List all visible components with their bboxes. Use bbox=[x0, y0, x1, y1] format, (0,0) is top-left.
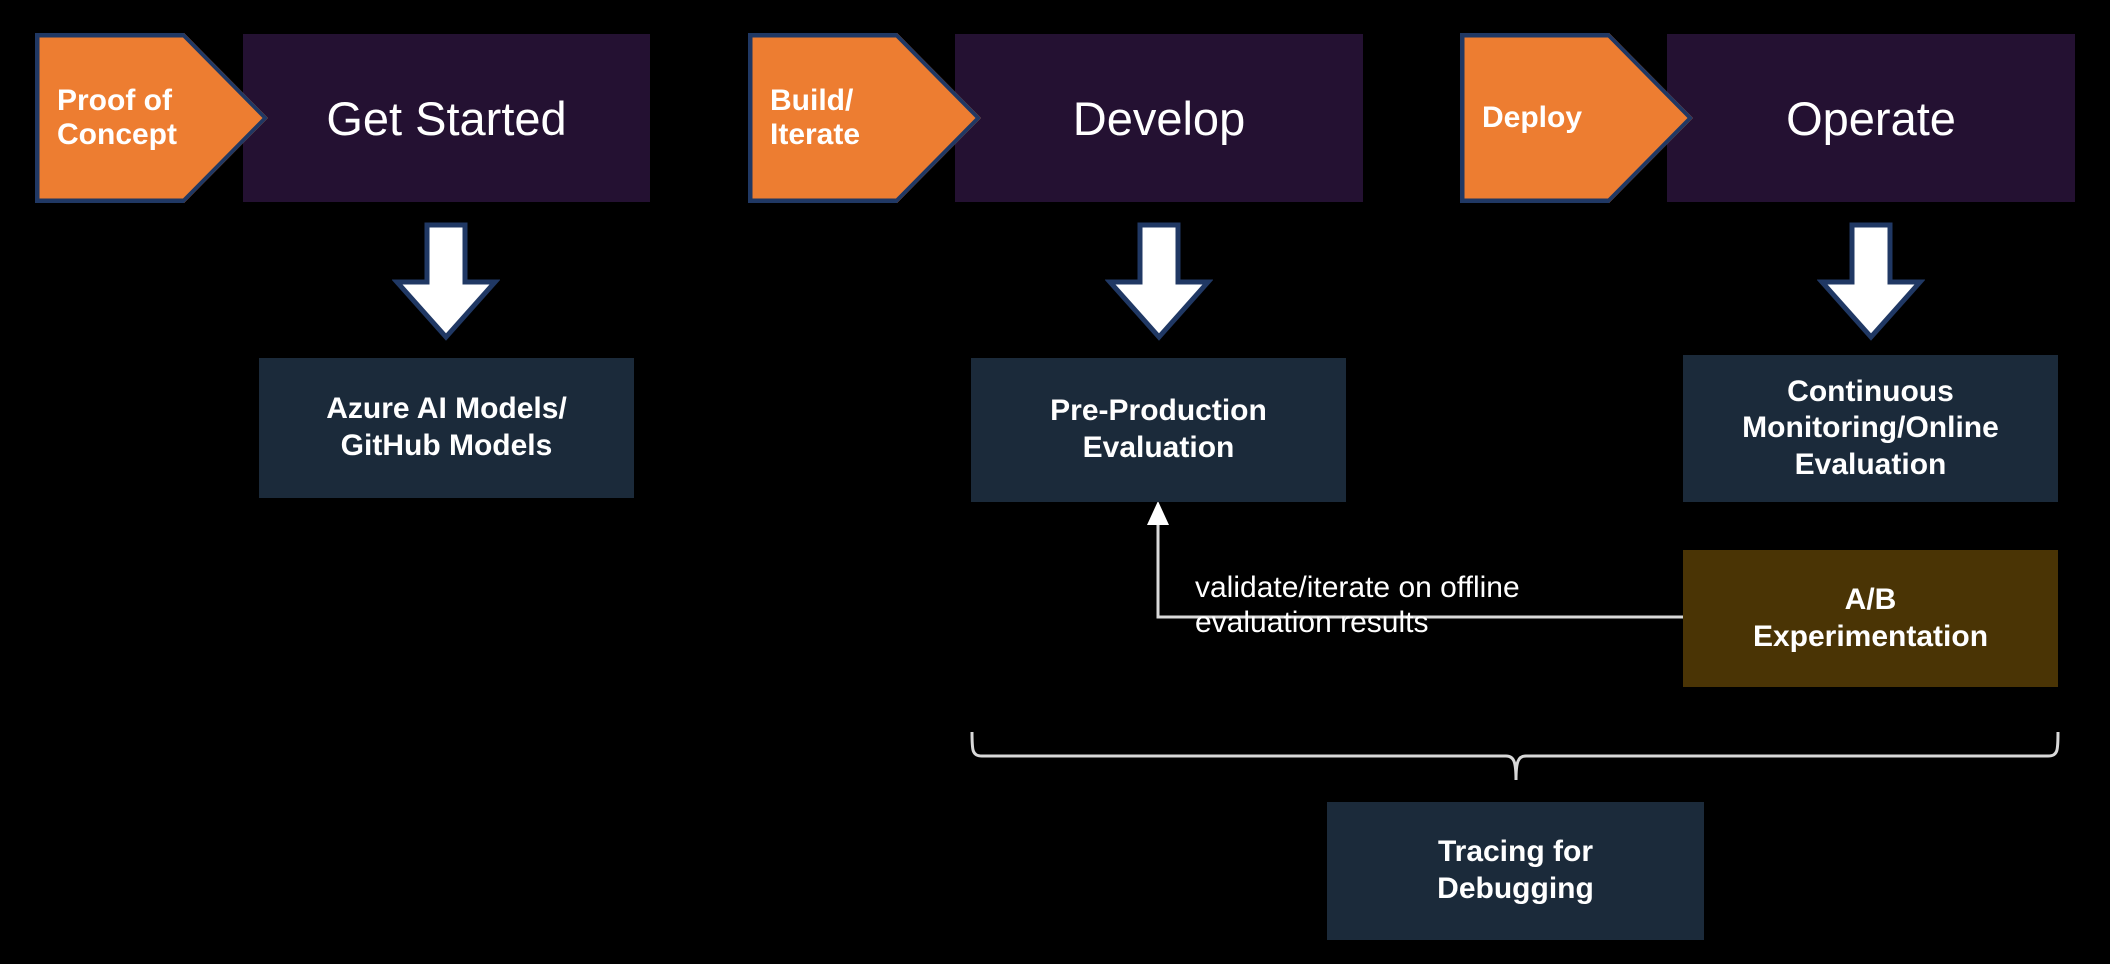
stage-box-label: Get Started bbox=[326, 91, 567, 145]
arrow-down-icon bbox=[391, 222, 501, 341]
feedback-connector-label: validate/iterate on offline evaluation r… bbox=[1195, 571, 1520, 640]
arrowhead-up-icon bbox=[1147, 501, 1169, 525]
content-box-ab-experimentation: A/B Experimentation bbox=[1683, 550, 2058, 687]
content-box-label: Continuous Monitoring/Online Evaluation bbox=[1742, 374, 1999, 481]
chevron-label: Build/ Iterate bbox=[770, 84, 861, 151]
content-box-tracing-for-debugging: Tracing for Debugging bbox=[1327, 802, 1704, 940]
down-arrow-develop bbox=[1104, 222, 1214, 342]
stage-box-label: Operate bbox=[1786, 91, 1956, 145]
down-arrow-get-started bbox=[391, 222, 501, 342]
content-box-label: Tracing for Debugging bbox=[1437, 835, 1594, 905]
chevron-label: Proof of Concept bbox=[57, 84, 177, 151]
chevron-build-iterate: Build/ Iterate bbox=[748, 33, 981, 203]
chevron-deploy: Deploy bbox=[1460, 33, 1693, 203]
stage-box-develop: Develop bbox=[955, 34, 1363, 202]
arrow-down-icon bbox=[1816, 222, 1926, 341]
content-box-azure-ai-models: Azure AI Models/ GitHub Models bbox=[259, 358, 634, 498]
chevron-proof-of-concept: Proof of Concept bbox=[35, 33, 268, 203]
tracing-brace bbox=[970, 731, 2060, 781]
content-box-label: A/B Experimentation bbox=[1752, 582, 1989, 653]
stage-box-label: Develop bbox=[1072, 91, 1246, 145]
content-box-pre-production-evaluation: Pre-Production Evaluation bbox=[971, 358, 1346, 502]
content-box-label: Pre-Production Evaluation bbox=[1050, 394, 1267, 464]
stage-box-operate: Operate bbox=[1667, 34, 2075, 202]
down-arrow-operate bbox=[1816, 222, 1926, 342]
arrow-down-icon bbox=[1104, 222, 1214, 341]
stage-box-get-started: Get Started bbox=[243, 34, 650, 202]
chevron-label: Deploy bbox=[1482, 101, 1583, 135]
content-box-label: Azure AI Models/ GitHub Models bbox=[326, 392, 567, 462]
content-box-continuous-monitoring: Continuous Monitoring/Online Evaluation bbox=[1683, 355, 2058, 502]
